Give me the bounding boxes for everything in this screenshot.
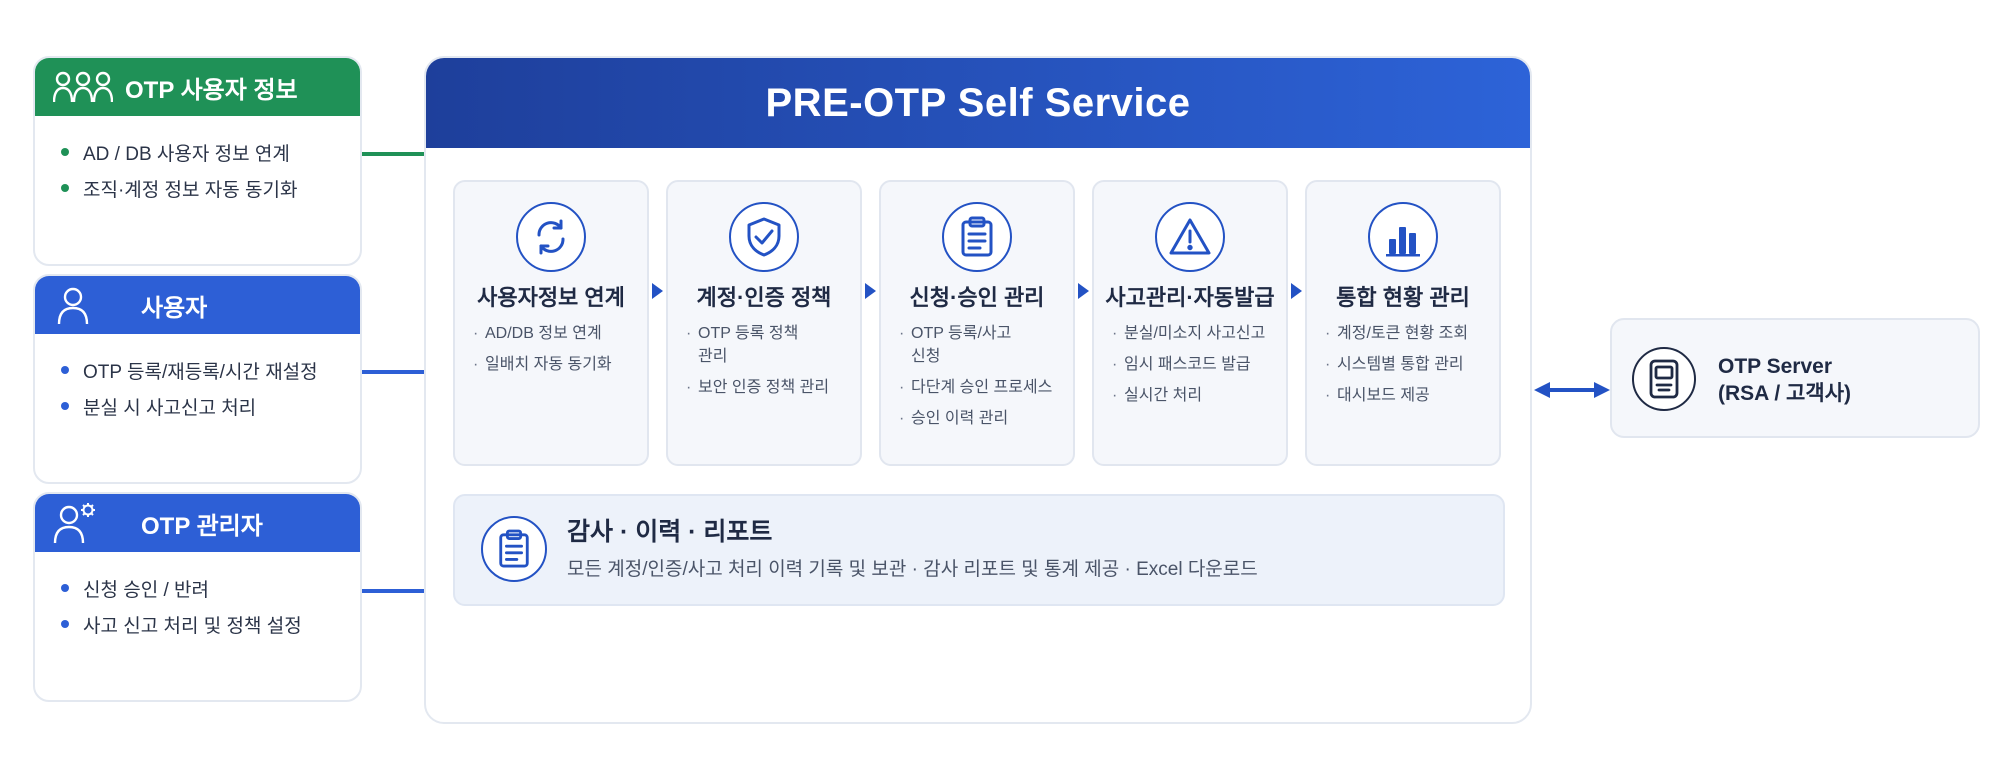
list-item: 일배치 자동 동기화 <box>473 353 639 376</box>
actor-card-user: 사용자 OTP 등록/재등록/시간 재설정 분실 시 사고신고 처리 <box>33 274 362 484</box>
actor-card-otp-user-info: OTP 사용자 정보 AD / DB 사용자 정보 연계 조직·계정 정보 자동… <box>33 56 362 266</box>
users-group-icon <box>53 67 117 107</box>
list-item: 분실/미소지 사고신고 <box>1112 322 1278 345</box>
step-card-status-management: 통합 현황 관리 계정/토큰 현황 조회 시스템별 통합 관리 대시보드 제공 <box>1305 180 1501 466</box>
actor-title: OTP 관리자 <box>141 512 263 540</box>
flow-arrow <box>1291 283 1302 299</box>
warning-icon <box>1155 202 1225 272</box>
admin-gear-icon <box>53 503 117 544</box>
list-item: 계정/토큰 현황 조회 <box>1325 322 1491 345</box>
flow-arrow <box>865 283 876 299</box>
list-item: 임시 패스코드 발급 <box>1112 353 1278 376</box>
list-item: 신청 승인 / 반려 <box>61 570 360 606</box>
connector-line <box>362 152 424 156</box>
audit-panel: 감사 · 이력 · 리포트 모든 계정/인증/사고 처리 이력 기록 및 보관 … <box>453 494 1505 606</box>
step-title: 통합 현황 관리 <box>1336 285 1470 310</box>
list-item: AD / DB 사용자 정보 연계 <box>61 134 360 170</box>
clipboard-icon <box>481 516 547 582</box>
step-title: 사고관리·자동발급 <box>1105 285 1275 310</box>
list-item: 보안 인증 정책 관리 <box>686 376 852 399</box>
list-item: 사고 신고 처리 및 정책 설정 <box>61 606 360 642</box>
flow-arrow <box>652 283 663 299</box>
bar-chart-icon <box>1368 202 1438 272</box>
list-item: OTP 등록/재등록/시간 재설정 <box>61 352 360 388</box>
main-title: PRE-OTP Self Service <box>426 58 1530 148</box>
list-item: AD/DB 정보 연계 <box>473 322 639 345</box>
step-card-incident: 사고관리·자동발급 분실/미소지 사고신고 임시 패스코드 발급 실시간 처리 <box>1092 180 1288 466</box>
server-label: OTP Server (RSA / 고객사) <box>1718 355 1852 405</box>
audit-description: 모든 계정/인증/사고 처리 이력 기록 및 보관 · 감사 리포트 및 통계 … <box>567 559 1258 580</box>
step-title: 계정·인증 정책 <box>696 285 832 310</box>
otp-server-card: OTP Server (RSA / 고객사) <box>1610 318 1980 438</box>
actor-header: OTP 관리자 <box>35 494 360 552</box>
audit-title: 감사 · 이력 · 리포트 <box>567 518 773 546</box>
list-item: 실시간 처리 <box>1112 384 1278 407</box>
actor-title: 사용자 <box>141 294 208 322</box>
bidirectional-arrow-icon <box>1532 379 1612 406</box>
list-item: 시스템별 통합 관리 <box>1325 353 1491 376</box>
sync-icon <box>516 202 586 272</box>
server-token-icon <box>1632 347 1696 411</box>
list-item: 다단계 승인 프로세스 <box>899 376 1065 399</box>
step-title: 사용자정보 연계 <box>477 285 625 310</box>
list-item: 대시보드 제공 <box>1325 384 1491 407</box>
list-item: 승인 이력 관리 <box>899 407 1065 430</box>
step-card-user-info-link: 사용자정보 연계 AD/DB 정보 연계 일배치 자동 동기화 <box>453 180 649 466</box>
actor-title: OTP 사용자 정보 <box>125 76 298 104</box>
actor-header: OTP 사용자 정보 <box>35 58 360 116</box>
user-icon <box>53 285 117 325</box>
actor-header: 사용자 <box>35 276 360 334</box>
step-title: 신청·승인 관리 <box>909 285 1045 310</box>
clipboard-icon <box>942 202 1012 272</box>
list-item: 분실 시 사고신고 처리 <box>61 388 360 424</box>
connector-line <box>362 589 424 593</box>
list-item: 조직·계정 정보 자동 동기화 <box>61 170 360 206</box>
main-panel: PRE-OTP Self Service 사용자정보 연계 AD/DB 정보 연… <box>424 56 1532 724</box>
shield-check-icon <box>729 202 799 272</box>
actor-card-otp-admin: OTP 관리자 신청 승인 / 반려 사고 신고 처리 및 정책 설정 <box>33 492 362 702</box>
flow-arrow <box>1078 283 1089 299</box>
connector-line <box>362 370 424 374</box>
